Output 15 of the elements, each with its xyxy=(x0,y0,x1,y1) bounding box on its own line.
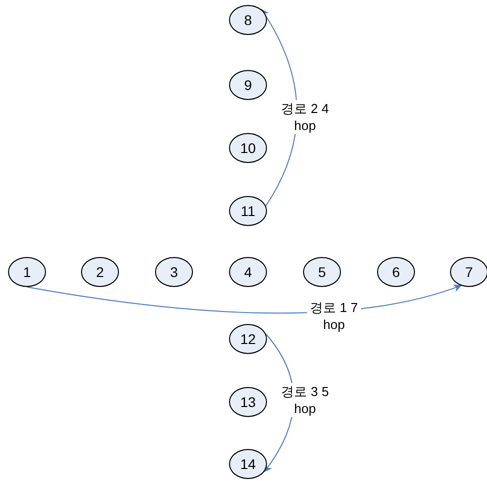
node-ellipse: 9 xyxy=(229,70,267,100)
node-ellipse: 14 xyxy=(229,449,267,479)
node-ellipse: 4 xyxy=(229,257,267,287)
node-ellipse: 5 xyxy=(303,257,341,287)
node-ellipse: 6 xyxy=(377,257,415,287)
node-ellipse: 13 xyxy=(229,387,267,417)
node-ellipse: 11 xyxy=(229,196,267,226)
node-ellipse: 7 xyxy=(450,257,487,287)
node-ellipse: 10 xyxy=(229,133,267,163)
node-ellipse: 3 xyxy=(155,257,193,287)
node-ellipse: 12 xyxy=(229,324,267,354)
node-ellipse: 1 xyxy=(8,257,46,287)
edge-label: 경로 1 7 hop xyxy=(307,299,361,333)
node-ellipse: 2 xyxy=(81,257,119,287)
node-ellipse: 8 xyxy=(229,5,267,35)
